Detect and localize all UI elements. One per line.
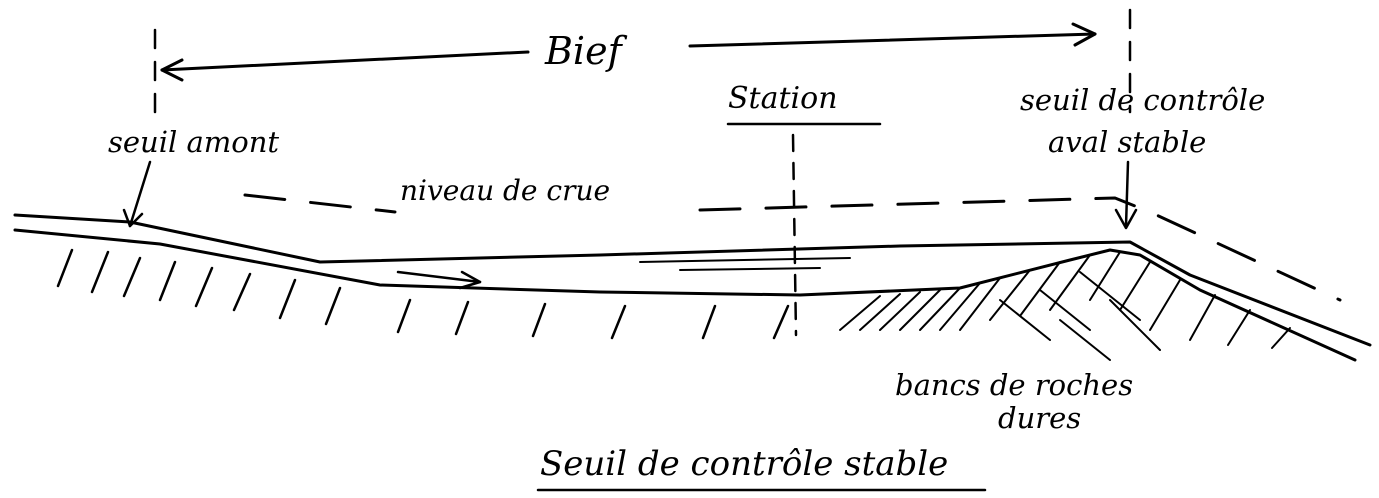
upstream-sill-label: seuil amont bbox=[108, 125, 279, 159]
rock-banks-label-line1: bancs de roches bbox=[895, 368, 1133, 402]
water-surface-line bbox=[15, 215, 1370, 345]
control-sill-pointer bbox=[1126, 162, 1128, 226]
control-sill-label-line2: aval stable bbox=[1048, 125, 1206, 159]
riverbed-line bbox=[15, 230, 1355, 360]
rock-banks-label-line2: dures bbox=[998, 401, 1081, 435]
station-dashed-line bbox=[793, 135, 796, 335]
control-sill-label-line1: seuil de contrôle bbox=[1020, 83, 1265, 117]
diagram-caption: Seuil de contrôle stable bbox=[540, 444, 948, 484]
reach-label: Bief bbox=[544, 29, 628, 73]
flood-level-label: niveau de crue bbox=[400, 174, 610, 207]
flood-level-dashed-line bbox=[245, 195, 1340, 300]
water-level-marks bbox=[640, 258, 850, 270]
station-label: Station bbox=[728, 81, 838, 116]
rock-bank-hatching bbox=[840, 252, 1290, 360]
reach-arrow bbox=[162, 24, 1095, 80]
